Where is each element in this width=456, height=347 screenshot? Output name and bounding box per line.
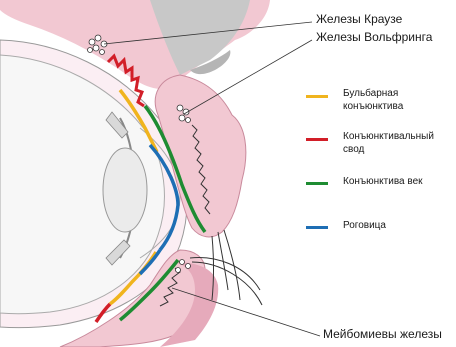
legend-label-palpebral: Конъюнктива век [343, 176, 423, 188]
wolfring-glands-label: Железы Вольфринга [316, 31, 432, 45]
legend-label-bulbar-line1: Бульбарная [343, 88, 398, 100]
legend-label-fornix-line1: Конъюнктивальный [343, 131, 434, 143]
legend-swatch-cornea [306, 226, 328, 229]
legend-swatch-palpebral [306, 182, 328, 185]
legend-label-bulbar-line2: конъюнктива [343, 101, 403, 113]
lens [103, 148, 147, 232]
krause-glands-label: Железы Краузе [316, 13, 402, 27]
legend-swatch-bulbar [306, 95, 328, 98]
meibomian-glands-label: Мейбомиевы железы [323, 328, 442, 342]
legend-swatch-fornix [306, 138, 328, 141]
legend-label-fornix-line2: свод [343, 144, 364, 156]
legend-label-cornea: Роговица [343, 220, 386, 232]
